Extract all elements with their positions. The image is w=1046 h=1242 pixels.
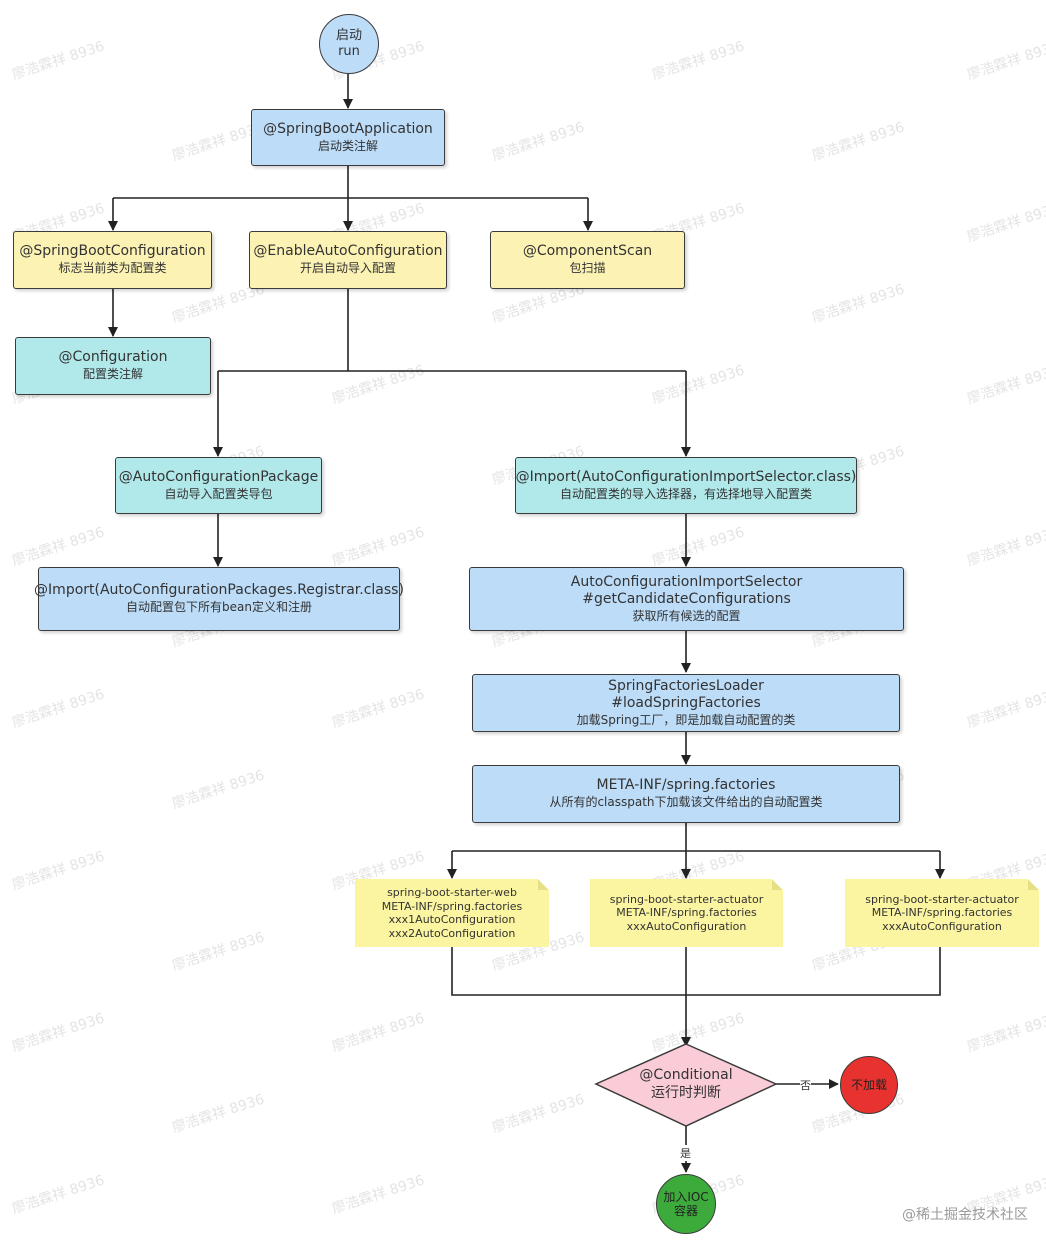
autoconfigurationpackage-node: @AutoConfigurationPackage 自动导入配置类导包	[115, 457, 322, 514]
node-subtitle: 获取所有候选的配置	[632, 608, 741, 623]
configuration-node: @Configuration 配置类注解	[15, 337, 211, 395]
springbootapplication-node: @SpringBootApplication 启动类注解	[251, 109, 445, 166]
note-line: xxx1AutoConfiguration	[388, 913, 516, 926]
node-subtitle: 自动配置类的导入选择器，有选择地导入配置类	[559, 486, 812, 501]
add-ioc-line2: 容器	[673, 1204, 698, 1218]
edge-meta-split	[452, 823, 940, 852]
edge-label-yes: 是	[680, 1145, 691, 1161]
node-subtitle: 配置类注解	[82, 367, 143, 381]
site-footer-watermark: @稀土掘金技术社区	[902, 1207, 1028, 1223]
note-line: spring-boot-starter-actuator	[865, 892, 1019, 906]
start-node: 启动 run	[319, 14, 379, 74]
add-ioc-node: 加入IOC 容器	[656, 1174, 716, 1234]
node-title: @EnableAutoConfiguration	[253, 243, 443, 259]
autoconfigurationimportselector-node: AutoConfigurationImportSelector #getCand…	[469, 567, 904, 631]
node-title: AutoConfigurationImportSelector	[570, 573, 803, 590]
node-subtitle: 从所有的classpath下加载该文件给出的自动配置类	[549, 795, 823, 809]
node-method: #loadSpringFactories	[611, 694, 761, 711]
enableautoconfiguration-node: @EnableAutoConfiguration 开启自动导入配置	[249, 231, 447, 289]
decision-line2: 运行时判断	[651, 1085, 721, 1101]
node-subtitle: 自动导入配置类导包	[164, 486, 273, 501]
note-starter-web: spring-boot-starter-web META-INF/spring.…	[355, 879, 549, 947]
node-subtitle: 加载Spring工厂，即是加载自动配置的类	[576, 712, 796, 727]
decision-label: @Conditional 运行时判断	[606, 1066, 766, 1102]
node-title: @SpringBootApplication	[263, 120, 433, 137]
import-registrar-node: @Import(AutoConfigurationPackages.Regist…	[34, 567, 404, 631]
note-line: xxxAutoConfiguration	[626, 919, 747, 933]
springbootconfiguration-node: @SpringBootConfiguration 标志当前类为配置类	[13, 231, 212, 289]
note-starter-actuator-2: spring-boot-starter-actuator META-INF/sp…	[845, 879, 1039, 947]
decision-line1: @Conditional	[639, 1067, 733, 1083]
edge-sba-split	[113, 166, 588, 199]
note-line: META-INF/spring.factories	[871, 906, 1013, 920]
node-title: @AutoConfigurationPackage	[118, 468, 319, 485]
decision-diamond	[594, 1043, 778, 1127]
note-line: META-INF/spring.factories	[616, 906, 757, 920]
note-line: xxx2AutoConfiguration	[388, 926, 516, 940]
note-starter-actuator-1: spring-boot-starter-actuator META-INF/sp…	[590, 879, 783, 947]
springfactoriesloader-node: SpringFactoriesLoader #loadSpringFactori…	[472, 674, 900, 732]
node-subtitle: 启动类注解	[317, 138, 378, 153]
no-load-node: 不加载	[840, 1056, 898, 1114]
node-title: SpringFactoriesLoader	[608, 677, 764, 694]
node-title: @SpringBootConfiguration	[19, 243, 206, 259]
componentscan-node: @ComponentScan 包扫描	[490, 231, 685, 289]
start-line2: run	[338, 44, 360, 59]
node-subtitle: 开启自动导入配置	[299, 261, 396, 275]
node-subtitle: 标志当前类为配置类	[58, 261, 167, 275]
note-line: spring-boot-starter-actuator	[609, 892, 764, 906]
node-title: @Import(AutoConfigurationPackages.Regist…	[34, 582, 404, 598]
import-selector-node: @Import(AutoConfigurationImportSelector.…	[515, 457, 857, 514]
edge-notes-merge	[451, 947, 941, 996]
node-method: #getCandidateConfigurations	[582, 590, 791, 607]
meta-inf-node: META-INF/spring.factories 从所有的classpath下…	[472, 765, 900, 823]
node-subtitle: 包扫描	[569, 261, 606, 275]
node-title: @Import(AutoConfigurationImportSelector.…	[515, 468, 857, 485]
node-title: @ComponentScan	[522, 243, 653, 259]
node-title: META-INF/spring.factories	[596, 777, 776, 793]
node-subtitle: 自动配置包下所有bean定义和注册	[126, 600, 312, 614]
start-line1: 启动	[335, 28, 362, 43]
node-title: @Configuration	[58, 349, 168, 365]
no-load-label: 不加载	[850, 1078, 887, 1092]
note-line: META-INF/spring.factories	[381, 899, 523, 913]
edge-label-no: 否	[800, 1077, 811, 1093]
note-line: xxxAutoConfiguration	[882, 919, 1002, 933]
edge-eac-split	[218, 289, 686, 372]
add-ioc-line1: 加入IOC	[663, 1190, 709, 1204]
note-line: spring-boot-starter-web	[387, 886, 517, 899]
